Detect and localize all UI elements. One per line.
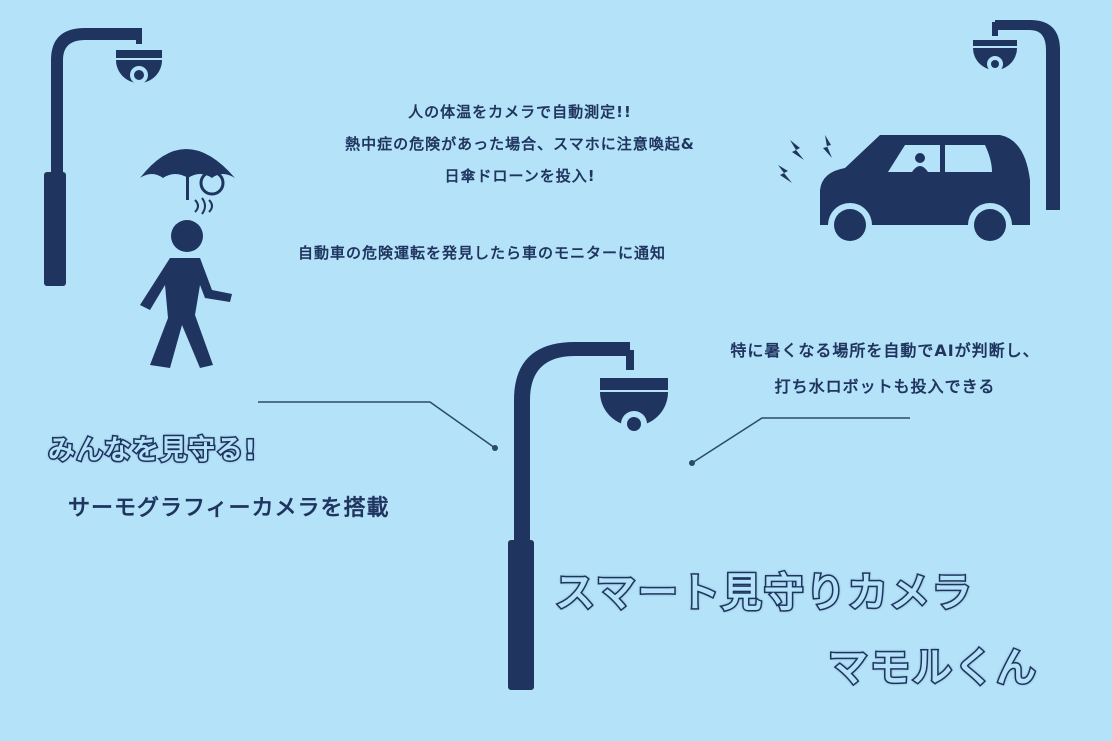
street-camera-right bbox=[973, 20, 1060, 210]
pointer-lines bbox=[258, 401, 910, 464]
street-camera-left bbox=[44, 28, 162, 286]
text-line: 打ち水ロボットも投入できる bbox=[774, 377, 996, 396]
car-icon bbox=[820, 135, 1030, 247]
feature-heat-text: 人の体温をカメラで自動測定!! 熱中症の危険があった場合、スマホに注意喚起& 日… bbox=[300, 96, 740, 192]
thermography-text: サーモグラフィーカメラを搭載 bbox=[68, 496, 390, 521]
umbrella-drone-icon bbox=[140, 149, 235, 215]
lightning-icon bbox=[778, 135, 832, 183]
feature-water-text: 特に暑くなる場所を自動でAIが判断し、 打ち水ロボットも投入できる bbox=[670, 333, 1100, 405]
text-line: 特に暑くなる場所を自動でAIが判断し、 bbox=[730, 341, 1040, 360]
product-name: マモルくん bbox=[827, 644, 1038, 693]
tagline: みんなを見守る! bbox=[46, 434, 258, 468]
feature-car-text: 自動車の危険運転を発見したら車のモニターに通知 bbox=[298, 244, 667, 262]
product-title: スマート見守りカメラ bbox=[554, 569, 974, 618]
text-line: 人の体温をカメラで自動測定!! bbox=[408, 103, 632, 121]
street-camera-center bbox=[508, 342, 668, 690]
pedestrian-icon bbox=[140, 220, 232, 368]
text-line: 日傘ドローンを投入! bbox=[444, 167, 596, 185]
text-line: 熱中症の危険があった場合、スマホに注意喚起& bbox=[345, 135, 695, 153]
